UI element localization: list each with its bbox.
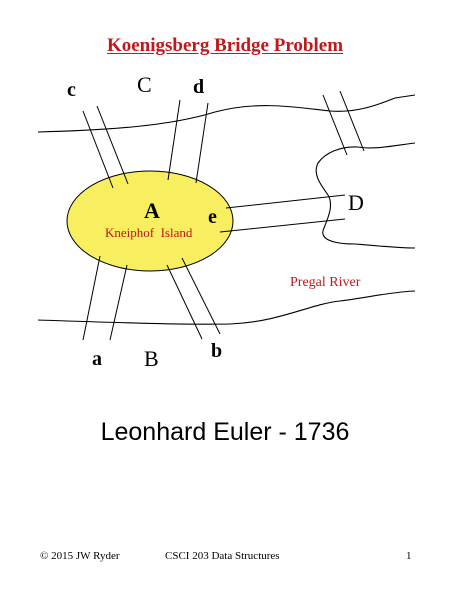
bridge-label-e: e — [208, 206, 217, 228]
bridge-e-rail-1 — [225, 194, 346, 209]
bridge-a-rail-2 — [109, 264, 128, 341]
footer-course: CSCI 203 Data Structures — [165, 550, 280, 562]
bridge-c-rail-2 — [96, 105, 129, 185]
footer-copyright: © 2015 JW Ryder — [40, 550, 120, 562]
bridge-label-c: c — [67, 79, 76, 101]
bridge-c-rail-1 — [82, 110, 114, 189]
bridge-b-rail-1 — [166, 264, 203, 340]
bridge-label-a: a — [92, 348, 102, 370]
land-label-a-upper: A — [144, 198, 160, 223]
slide-subtitle: Leonhard Euler - 1736 — [100, 418, 350, 446]
bridge-b-rail-2 — [181, 257, 221, 335]
bridge-label-b: b — [211, 340, 222, 362]
river-middle-bank — [315, 142, 416, 249]
bridge-d-rail-1 — [167, 99, 181, 181]
river-top-bank — [37, 94, 416, 133]
land-label-d-upper: D — [348, 190, 364, 215]
bridge-cd-rail-1 — [322, 94, 348, 156]
bridge-d-rail-2 — [195, 102, 209, 184]
bridge-e-rail-2 — [219, 218, 346, 233]
bridge-a-rail-1 — [82, 255, 101, 341]
slide-title: Koenigsberg Bridge Problem — [106, 35, 344, 56]
river-name-label: Pregal River — [290, 275, 361, 290]
land-label-b-upper: B — [144, 346, 159, 371]
river-bottom-bank — [37, 290, 416, 325]
kneiphof-island — [66, 170, 234, 272]
island-name-label: Kneiphof Island — [105, 225, 193, 240]
footer-page-number: 1 — [406, 550, 412, 562]
bridge-cd-rail-2 — [339, 90, 365, 152]
bridge-label-d: d — [193, 76, 204, 98]
land-label-c-upper: C — [137, 72, 152, 97]
